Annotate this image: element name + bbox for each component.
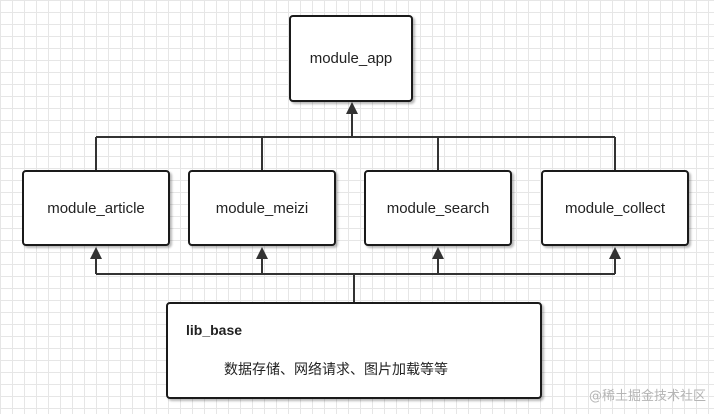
search-arrow-icon [432,247,444,259]
module-meizi-node[interactable]: module_meizi [188,170,336,246]
app-arrow-icon [346,102,358,114]
base-connectors [95,258,616,302]
article-arrow-icon [90,247,102,259]
module-search-node[interactable]: module_search [364,170,512,246]
watermark-text: @稀土掘金技术社区 [588,389,706,404]
module-collect-node[interactable]: module_collect [541,170,689,246]
lib-base-title: lib_base [186,322,243,338]
module-app-label: module_app [309,50,393,67]
lib-base-node[interactable]: lib_base 数据存储、网络请求、图片加载等等 [166,302,542,399]
module-meizi-label: module_meizi [215,199,309,217]
lib-base-description: 数据存储、网络请求、图片加载等等 [224,362,448,378]
up-connectors [95,113,616,170]
meizi-arrow-icon [256,247,268,259]
module-article-node[interactable]: module_article [22,170,170,246]
module-collect-label: module_collect [564,199,666,217]
module-article-label: module_article [47,199,145,217]
module-search-label: module_search [386,199,490,217]
collect-arrow-icon [609,247,621,259]
module-app-node[interactable]: module_app [289,15,413,102]
